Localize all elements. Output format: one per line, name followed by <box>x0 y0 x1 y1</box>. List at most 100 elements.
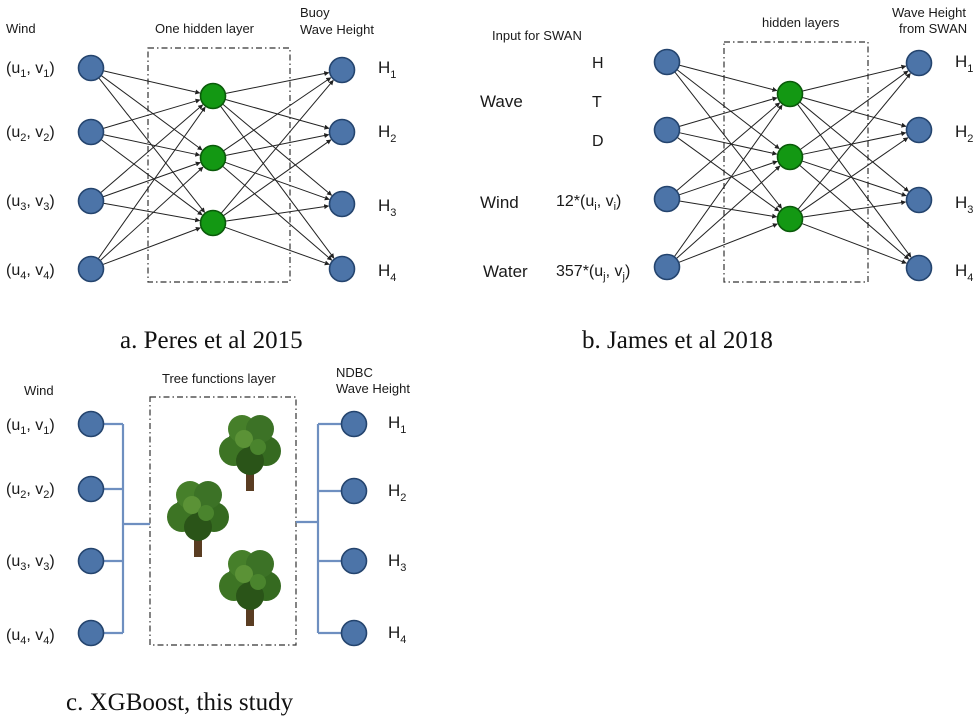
panel-b-input-header: Input for SWAN <box>492 28 582 43</box>
panel-a-edge <box>224 226 330 266</box>
panel-a-edge <box>222 139 332 217</box>
panel-a-edge <box>222 103 333 196</box>
panel-a-hidden-node <box>199 82 227 110</box>
panel-a-edge <box>100 75 203 151</box>
panel-b-edge <box>676 102 781 192</box>
panel-c-input-label: (u2, v2) <box>6 481 55 501</box>
panel-b-hidden-layer-box <box>723 41 869 283</box>
panel-a-output-node <box>328 56 356 84</box>
panel-b-var-h: H <box>592 55 604 72</box>
panel-b-output-node <box>905 186 933 214</box>
panel-c-trees <box>167 415 281 626</box>
panel-b-edge <box>801 96 907 128</box>
panel-c-output-node <box>340 410 368 438</box>
panel-a-edge <box>103 70 201 95</box>
panel-c-input-node <box>77 410 105 438</box>
panel-a-input-label: (u1, v1) <box>6 60 55 80</box>
panel-a-edge <box>102 98 201 129</box>
panel-b-input-node <box>653 185 681 213</box>
panel-b-edge <box>800 137 909 213</box>
panel-b-hidden-node <box>776 205 804 233</box>
panel-b-caption: b. James et al 2018 <box>582 327 773 354</box>
panel-c-output-label: H4 <box>388 623 406 646</box>
panel-b-output-header-line2: from SWAN <box>899 21 967 36</box>
tree-icon <box>219 550 281 626</box>
panel-c: Wind Tree functions layer NDBC Wave Heig… <box>6 365 410 716</box>
panel-b-edge <box>802 200 907 218</box>
panel-b-edge <box>678 160 778 196</box>
panel-a-edges <box>97 70 335 266</box>
panel-a-hidden-header: One hidden layer <box>155 21 255 36</box>
tree-icon <box>219 415 281 491</box>
panel-c-output-label: H3 <box>388 551 406 574</box>
panel-c-hidden-header: Tree functions layer <box>162 371 276 386</box>
panel-a-hidden-node <box>199 144 227 172</box>
panel-a-edge <box>103 134 201 157</box>
panel-c-output-node <box>340 547 368 575</box>
panel-a-output-node <box>328 190 356 218</box>
panel-b-edge <box>797 73 911 210</box>
panel-b-edge <box>678 223 778 263</box>
panel-c-input-label: (u4, v4) <box>6 627 55 647</box>
panel-c-output-header-line1: NDBC <box>336 365 373 380</box>
panel-a-input-node <box>77 187 105 215</box>
panel-c-output-header-line2: Wave Height <box>336 381 410 396</box>
panel-a-output-node <box>328 255 356 283</box>
panel-b-edge <box>799 101 909 192</box>
panel-b-var-d: D <box>592 133 604 150</box>
panel-a-edge <box>224 161 330 201</box>
panel-a-output-label: H2 <box>378 122 396 145</box>
network-nodes <box>77 48 933 647</box>
panel-b-edge <box>802 64 907 92</box>
panel-b-edge <box>799 164 910 260</box>
panel-c-input-node <box>77 547 105 575</box>
panel-b-output-label: H4 <box>955 261 973 284</box>
panel-b-edge <box>673 104 783 258</box>
panel-a-output-label: H1 <box>378 58 396 81</box>
panel-a-edge <box>103 202 201 223</box>
tree-icon <box>167 481 229 557</box>
panel-b-edge <box>678 64 778 92</box>
panel-c-input-node <box>77 475 105 503</box>
panel-a-input-node <box>77 54 105 82</box>
panel-a-hidden-node <box>199 209 227 237</box>
panel-b-output-node <box>905 254 933 282</box>
panel-a-output-labels: H1 H2 H3 H4 <box>378 58 396 284</box>
panel-b-edges <box>673 64 912 264</box>
panel-c-output-label: H1 <box>388 413 406 436</box>
panel-c-output-node <box>340 619 368 647</box>
panel-b-edge <box>799 70 909 151</box>
panel-b-edge <box>679 132 778 156</box>
panel-a-input-label: (u4, v4) <box>6 262 55 282</box>
panel-b-edge <box>678 96 778 127</box>
panel-c-input-label: (u1, v1) <box>6 417 55 437</box>
panel-a: Wind One hidden layer Buoy Wave Height (… <box>6 5 396 354</box>
panel-a-edge <box>223 77 332 152</box>
panel-b-edge <box>801 160 907 197</box>
panel-b-output-node <box>905 116 933 144</box>
panel-b-input-node <box>653 253 681 281</box>
panel-b-output-node <box>905 49 933 77</box>
panel-c-output-label: H2 <box>388 481 406 504</box>
panel-c-input-label: (u3, v3) <box>6 553 55 573</box>
panel-a-input-node <box>77 255 105 283</box>
panel-c-caption: c. XGBoost, this study <box>66 689 294 716</box>
panel-b-var-t: T <box>592 94 602 111</box>
panel-a-edge <box>100 104 204 194</box>
panel-b-edge <box>676 69 780 150</box>
panel-b-hidden-node <box>776 143 804 171</box>
panel-a-edge <box>97 106 206 260</box>
panel-c-connectors <box>103 422 342 635</box>
panel-a-edge <box>220 79 334 214</box>
panel-a-input-header: Wind <box>6 21 36 36</box>
panel-b-input-node <box>653 48 681 76</box>
panel-a-hidden-layer-box <box>147 47 291 283</box>
panel-b-group-water: Water <box>483 262 528 281</box>
panel-c-input-header: Wind <box>24 383 54 398</box>
panel-b-input-node <box>653 116 681 144</box>
panel-b-output-header-line1: Wave Height <box>892 5 966 20</box>
panel-b-wind-variables: 12*(ui, vi) <box>556 193 621 213</box>
panel-a-edge <box>102 227 201 266</box>
panel-a-edge <box>225 71 330 95</box>
